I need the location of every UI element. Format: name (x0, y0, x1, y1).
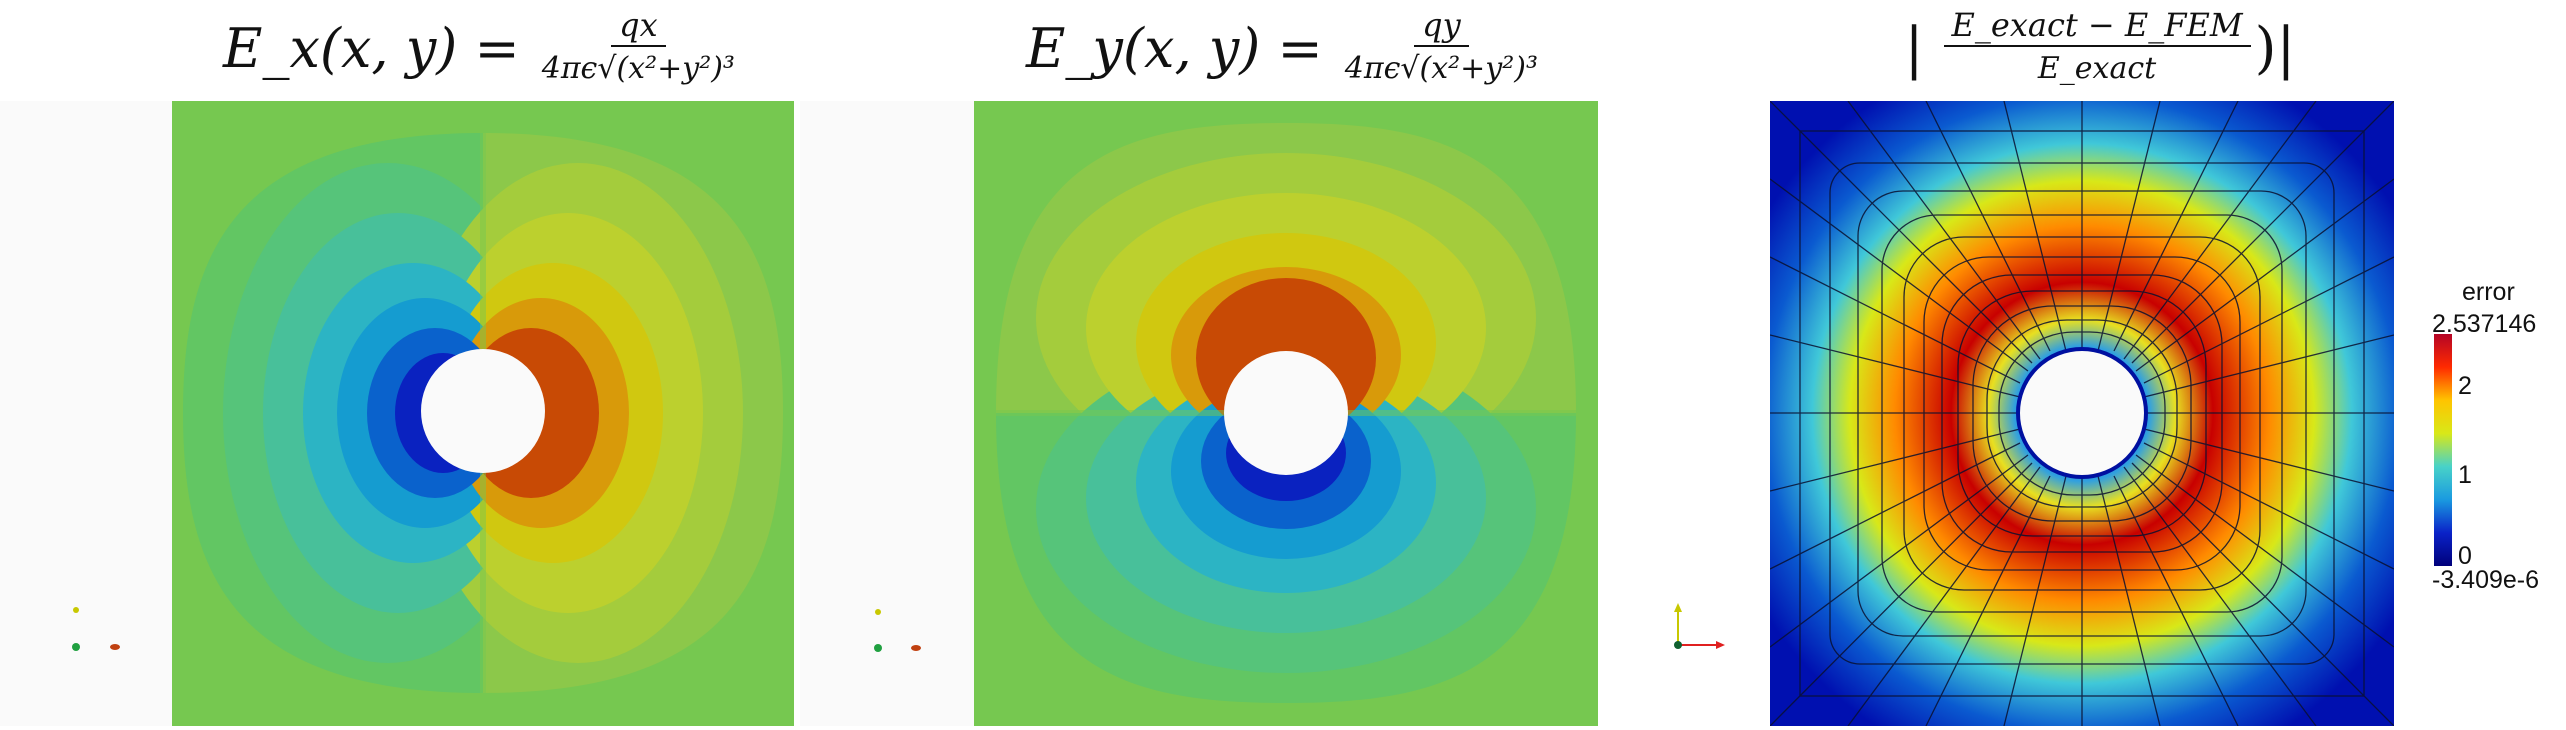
error-charge-hole (2016, 347, 2148, 479)
panel-ey-title: E_y(x, y) = qy 4πϵ√(x²+y²)³ (974, 0, 1598, 96)
colorbar-max-label: 2.537146 (2432, 310, 2537, 338)
ey-orientation-axes (874, 609, 921, 652)
ex-charge-hole (421, 349, 545, 473)
colorbar-title: error (2462, 278, 2515, 306)
abs-bar-right: )| (2254, 15, 2296, 81)
ey-contour-svg (974, 101, 1598, 726)
ex-numerator: qx (611, 5, 666, 47)
viewport-background-left (0, 101, 172, 726)
ey-denominator: 4πϵ√(x²+y²)³ (1344, 51, 1538, 86)
colorbar-tick-2: 2 (2458, 372, 2472, 400)
abs-bar-left: | (1904, 15, 1924, 81)
error-mesh-svg (1769, 100, 2395, 727)
ey-lhs: E_y(x, y) = (1026, 16, 1323, 80)
panel-error-title: | E_exact − E_FEM E_exact )| (1770, 0, 2430, 96)
ex-lhs: E_x(x, y) = (223, 16, 520, 80)
colorbar-gradient (2434, 334, 2452, 566)
ey-field-plot[interactable] (974, 101, 1598, 726)
ex-denominator: 4πϵ√(x²+y²)³ (541, 51, 735, 86)
error-axis-y-arrow (1674, 603, 1682, 612)
ey-axis-y-marker (875, 609, 881, 615)
ex-field-plot[interactable] (172, 101, 794, 726)
ey-numerator: qy (1414, 5, 1469, 47)
ey-charge-hole (1224, 351, 1348, 475)
ex-contour-svg (172, 101, 794, 726)
colorbar-tick-0: 0 (2458, 542, 2472, 570)
ey-axis-origin-marker (874, 644, 882, 652)
fem-mesh (1769, 100, 2395, 727)
ey-fraction: qy 4πϵ√(x²+y²)³ (1337, 5, 1546, 91)
colorbar-tick-1: 1 (2458, 461, 2472, 489)
ex-orientation-axes (72, 607, 120, 651)
colorbar-min-label: -3.409e-6 (2432, 566, 2540, 594)
ex-axis-origin-marker (72, 643, 80, 651)
viewport-background-middle (800, 101, 974, 726)
error-numerator: E_exact − E_FEM (1943, 5, 2251, 47)
ex-axis-x-marker (110, 644, 120, 650)
error-fraction: E_exact − E_FEM E_exact (1943, 5, 2251, 91)
error-orientation-axes (1674, 603, 1725, 649)
error-denominator: E_exact (2037, 51, 2157, 86)
error-axis-x-arrow (1716, 641, 1725, 649)
error-mesh-plot[interactable] (1769, 100, 2395, 727)
panel-ex-title: E_x(x, y) = qx 4πϵ√(x²+y²)³ (172, 0, 794, 96)
error-axis-origin-marker (1674, 641, 1682, 649)
ex-fraction: qx 4πϵ√(x²+y²)³ (534, 5, 743, 91)
ey-axis-x-marker (911, 645, 921, 651)
ex-axis-y-marker (73, 607, 79, 613)
